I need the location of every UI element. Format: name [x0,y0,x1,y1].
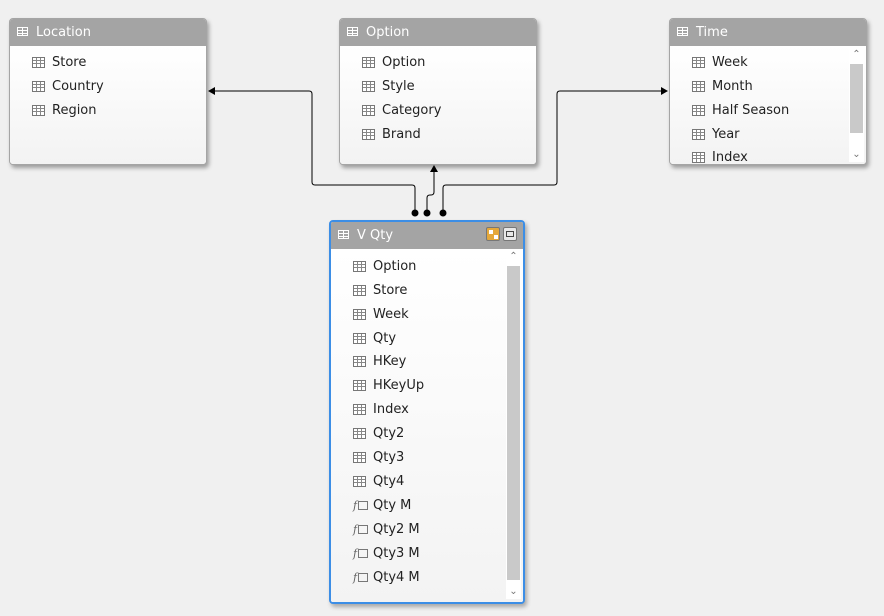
column-icon [32,57,45,68]
column-icon [362,57,375,68]
chevron-down-icon[interactable]: ⌄ [509,586,518,597]
vertical-scrollbar[interactable]: ⌃ ⌄ [506,250,521,599]
field-label: Brand [382,127,421,142]
field-label: Qty [373,331,397,346]
column-icon [692,57,705,68]
column-icon [353,476,366,487]
column-icon [362,105,375,116]
field-label: Region [52,103,97,118]
column-icon [32,105,45,116]
column-icon [353,333,366,344]
table-time[interactable]: Time Week Month Half Season Year Index ⌃… [669,18,867,165]
field-label: Month [712,79,753,94]
field-label: Qty3 [373,450,405,465]
field-label: Option [373,259,417,274]
measure-icon: f [353,570,369,585]
relationship-vqty-location[interactable] [214,90,416,212]
measure-label: Qty3 M [373,546,420,561]
field-label: Week [712,55,748,70]
field-label: Year [712,127,740,142]
table-header[interactable]: Time [670,19,866,46]
relationship-endpoint-option [423,209,431,217]
measure-label: Qty M [373,498,412,513]
field-label: Week [373,307,409,322]
field-label: Store [52,55,87,70]
table-header[interactable]: Location [10,19,206,46]
scrollbar-thumb[interactable] [850,64,863,133]
relationship-endpoint-time [439,209,447,217]
column-icon [353,380,366,391]
field-label: Qty4 [373,474,405,489]
table-option[interactable]: Option Option Style Category Brand [339,18,537,165]
table-header[interactable]: V Qty [331,222,523,249]
column-icon [32,81,45,92]
table-icon [347,27,358,36]
column-icon [353,309,366,320]
table-title: Location [36,25,91,40]
arrow-time [661,87,668,95]
column-icon [353,285,366,296]
table-title: V Qty [357,228,394,243]
column-icon [353,428,366,439]
relationship-endpoint-location [411,209,419,217]
measure-icon: f [353,498,369,513]
relationship-vqty-time[interactable] [442,90,662,212]
column-icon [353,404,366,415]
column-icon [692,129,705,140]
field-label: Style [382,79,415,94]
vertical-scrollbar[interactable]: ⌃ ⌄ [849,48,864,162]
field-label: Country [52,79,104,94]
column-icon [362,129,375,140]
chevron-down-icon[interactable]: ⌄ [852,149,861,160]
field-label: Store [373,283,408,298]
field-label: HKeyUp [373,378,425,393]
diagram-view-button[interactable] [486,227,500,241]
restore-button[interactable] [503,227,517,241]
table-icon [17,27,28,36]
chevron-up-icon[interactable]: ⌃ [852,49,861,60]
column-icon [692,152,705,163]
field-label: Index [373,402,409,417]
column-icon [362,81,375,92]
table-icon [338,230,349,239]
field-label: Index [712,150,748,165]
table-title: Time [696,25,728,40]
column-icon [353,356,366,367]
measure-label: Qty4 M [373,570,420,585]
column-icon [692,105,705,116]
table-header[interactable]: Option [340,19,536,46]
measure-icon: f [353,546,369,561]
relationship-vqty-option[interactable] [426,172,435,212]
column-icon [692,81,705,92]
scrollbar-thumb[interactable] [507,266,520,580]
column-icon [353,452,366,463]
measure-icon: f [353,522,369,537]
arrow-option [430,165,438,172]
chevron-up-icon[interactable]: ⌃ [509,251,518,262]
measure-label: Qty2 M [373,522,420,537]
table-v-qty[interactable]: V Qty Option Store Week Qty HKey HKeyUp … [329,220,525,604]
field-label: Half Season [712,103,790,118]
arrow-location [208,87,215,95]
field-label: Qty2 [373,426,405,441]
table-location[interactable]: Location Store Country Region [9,18,207,165]
table-title: Option [366,25,410,40]
field-label: Category [382,103,442,118]
table-icon [677,27,688,36]
column-icon [353,261,366,272]
field-label: Option [382,55,426,70]
field-label: HKey [373,354,407,369]
